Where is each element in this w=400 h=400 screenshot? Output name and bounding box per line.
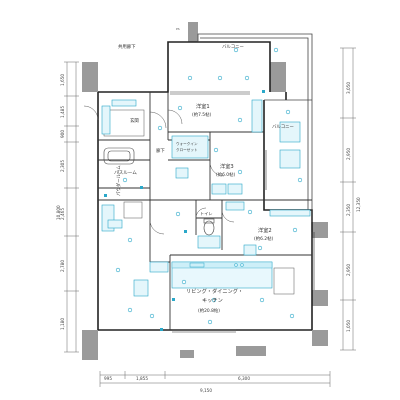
storage-units xyxy=(133,99,311,297)
dim-bottom-3: 6,300 xyxy=(238,376,250,381)
wic-label-line2: クローゼット xyxy=(176,147,198,152)
dim-bottom-1: 995 xyxy=(104,376,112,381)
wic-label: ウォークイン xyxy=(176,141,198,146)
bathtub xyxy=(103,147,135,165)
dim-right-5: 1,050 xyxy=(346,320,351,332)
dim-left-total: 10,800 xyxy=(56,205,61,220)
equipment-markers xyxy=(104,90,265,331)
western-room-2-area: (約6.2帖) xyxy=(254,235,273,242)
hallway-label: 廊下 xyxy=(156,147,165,154)
western-room-3-name: 洋室3 xyxy=(220,162,234,170)
electrical-markers xyxy=(115,47,303,325)
western-room-1-name: 洋室1 xyxy=(196,102,210,110)
shoe-storage xyxy=(101,99,137,135)
dim-right-4: 2,950 xyxy=(346,264,351,276)
bathroom-label: バスルーム xyxy=(114,170,137,176)
western-room-2-name: 洋室2 xyxy=(258,226,272,234)
western-room-1-area: (約7.5帖) xyxy=(192,111,211,118)
dim-right-2: 2,950 xyxy=(346,148,351,160)
kitchen-sink xyxy=(189,262,244,268)
refrigerator xyxy=(273,267,295,295)
shared-corridor-label: 共用廊下 xyxy=(118,43,136,50)
structural-walls xyxy=(82,22,328,360)
western-room-3-area: (約6.0帖) xyxy=(216,171,235,178)
dim-left-1: 1,650 xyxy=(60,74,65,86)
kitchen-counter xyxy=(171,261,273,269)
dim-left-7: 1,180 xyxy=(60,318,65,330)
toilet-cabinet xyxy=(197,235,221,249)
ldk-name-line2: キッチン xyxy=(202,297,223,304)
dim-right-3: 2,350 xyxy=(346,204,351,216)
left-dimension-lines xyxy=(64,61,79,353)
balcony-outline xyxy=(197,33,313,222)
dim-bottom-2: 1,855 xyxy=(136,376,148,381)
ps-label: PS xyxy=(176,27,180,31)
dim-right-total: 12,350 xyxy=(356,197,361,212)
toilet-fixture xyxy=(203,218,215,236)
ldk-name: リビング・ダイニング・ xyxy=(186,287,243,295)
vanity xyxy=(101,204,123,232)
dim-left-5: 2,465 xyxy=(60,208,65,220)
windows xyxy=(170,91,315,333)
dim-bottom-total: 9,150 xyxy=(200,388,212,393)
ldk-area: (約20.8帖) xyxy=(198,307,220,314)
balcony-right-label: バルコニー xyxy=(272,124,294,130)
dim-left-3: 900 xyxy=(60,130,65,138)
dim-left-2: 1,485 xyxy=(60,106,65,118)
dim-left-6: 2,780 xyxy=(60,260,65,272)
toilet-label: トイレ xyxy=(200,211,213,216)
walk-in-closet-box xyxy=(171,135,209,159)
balcony-top-label: バルコニー xyxy=(222,44,244,50)
powder-room-label: パウダールーム xyxy=(115,165,122,196)
washer-pan xyxy=(123,201,143,219)
bottom-dimension-lines xyxy=(99,371,331,387)
door-swings xyxy=(83,105,235,235)
dim-left-4: 2,305 xyxy=(60,160,65,172)
entrance-label: 玄関 xyxy=(130,117,139,124)
dim-right-1: 3,050 xyxy=(346,82,351,94)
right-dimension-lines xyxy=(340,47,356,351)
